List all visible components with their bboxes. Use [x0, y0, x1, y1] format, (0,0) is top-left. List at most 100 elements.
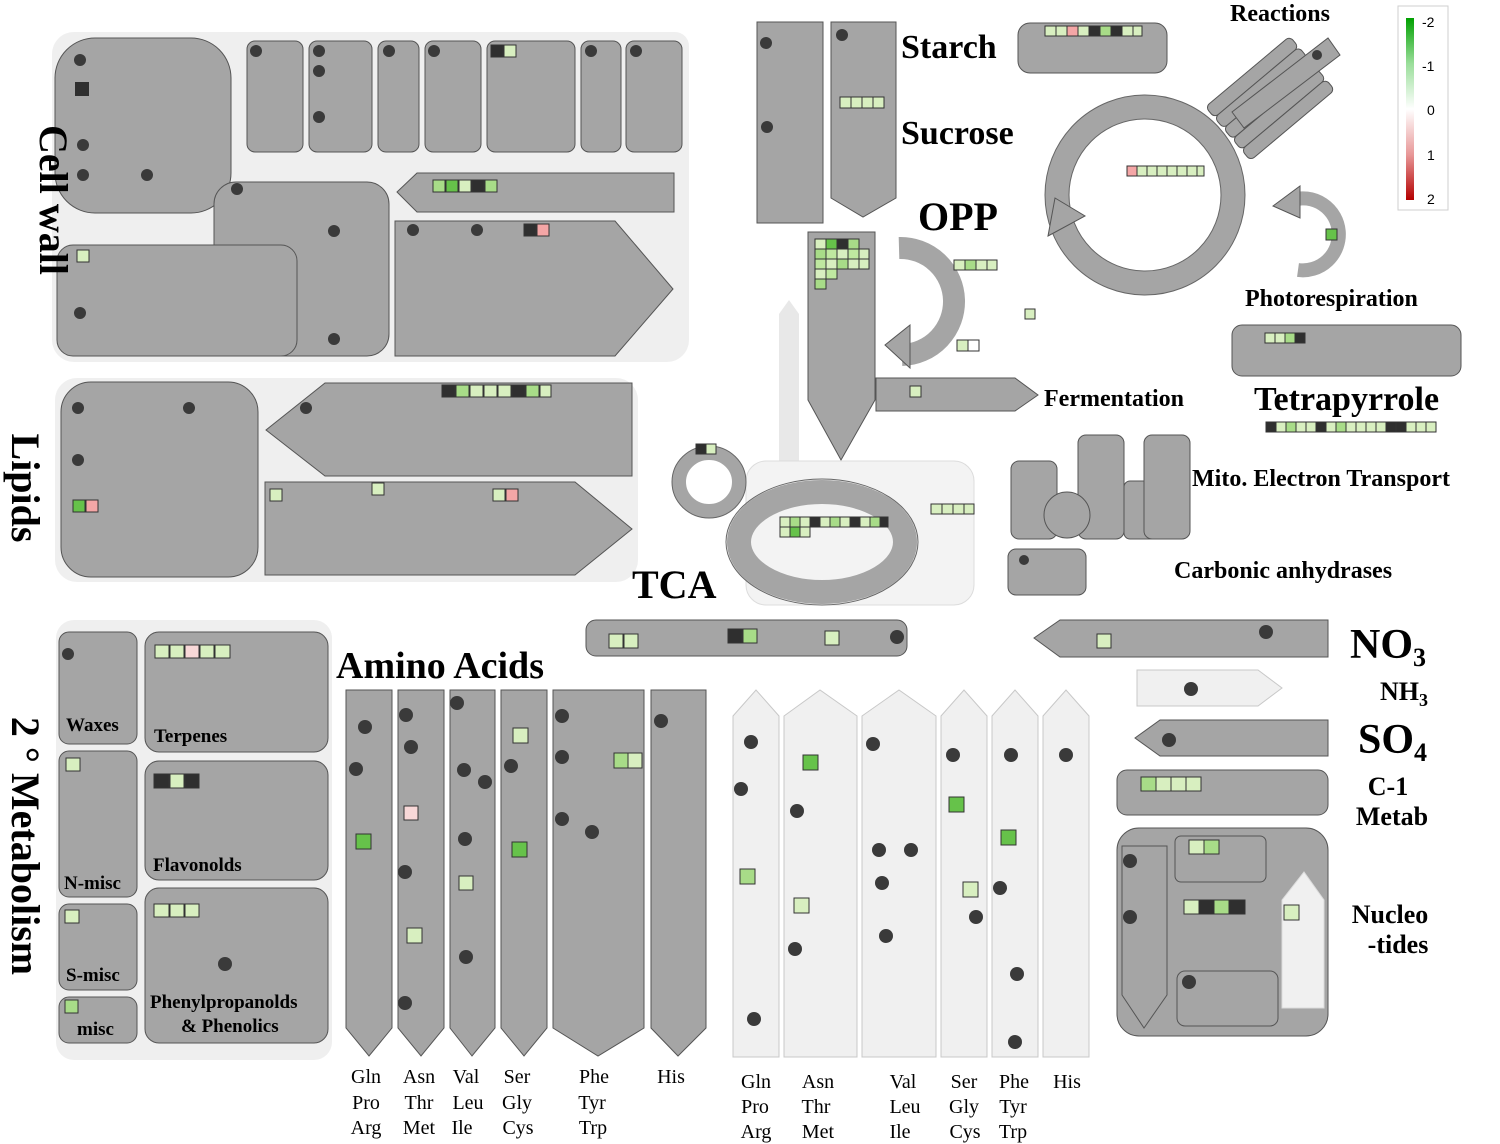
aa-label: Arg [351, 1117, 382, 1139]
c1-label-2: Metab [1356, 802, 1428, 831]
gene-dot [760, 37, 772, 49]
cell-wall-label: Cell wall [31, 125, 76, 275]
gene-dot [969, 910, 983, 924]
aa-label: Ile [451, 1117, 472, 1139]
terpenes-box [144, 631, 329, 753]
gene-dot [358, 720, 372, 734]
aa-label: Tyr [999, 1096, 1027, 1118]
gene-dot [654, 714, 668, 728]
gene-dot [555, 709, 569, 723]
gene-cell [909, 385, 922, 398]
nucleotides-arrow-down [1121, 845, 1168, 1029]
gene-dot [1259, 625, 1273, 639]
aa-label: Phe [579, 1066, 609, 1088]
gene-cell [536, 223, 550, 237]
gene-cell [956, 339, 969, 352]
flavonoids-cells [153, 773, 200, 789]
gluconeogenesis-arrow [779, 300, 799, 465]
aa-label: Ser [951, 1071, 978, 1093]
tetrapyrrole-bottom-cells [1265, 421, 1437, 433]
calvin-cycle-outline [1044, 94, 1246, 296]
gene-cell [523, 223, 537, 237]
gene-dot [77, 169, 89, 181]
lipids-arrow-cells [441, 384, 552, 398]
gene-cell [967, 339, 980, 352]
tca-label: TCA [632, 562, 717, 607]
cell-wall-lower-box [56, 244, 298, 357]
gene-dot [1162, 733, 1176, 747]
gene-cell [512, 727, 529, 744]
flavonoids-label: Flavonolds [153, 855, 242, 876]
aa-degradation-col-3 [861, 689, 937, 1058]
gene-cell [1096, 633, 1112, 649]
lipids-box [60, 381, 259, 578]
gene-dot [734, 782, 748, 796]
gene-dot [398, 865, 412, 879]
gene-cell [403, 805, 419, 821]
cell-wall-box-5 [486, 40, 576, 153]
gene-cell [65, 757, 81, 772]
lipids-arrow-upper [265, 382, 633, 477]
aa-synthesis-col-1 [345, 689, 393, 1057]
gene-cell [608, 633, 624, 649]
cell-wall-arrow-lower [394, 220, 674, 357]
gene-cell [64, 999, 79, 1014]
gene-dot [183, 402, 195, 414]
etc-complex-4 [1143, 434, 1191, 540]
gene-cell [824, 630, 840, 646]
gene-dot [328, 333, 340, 345]
legend-tick: -2 [1422, 14, 1435, 30]
aa-synthesis-col-2 [397, 689, 445, 1057]
cell-wall-box-1 [246, 40, 304, 153]
gene-cell [85, 499, 99, 513]
legend-tick: 1 [1427, 147, 1435, 163]
nucleotides-arrow-up [1281, 871, 1325, 1009]
aa-label: Gly [502, 1092, 532, 1114]
gene-dot [458, 832, 472, 846]
no3-label: NO3 [1350, 622, 1426, 672]
secondary-metabolism-label: 2 ° Metabolism [3, 717, 48, 975]
mito-electron-transport-label: Mito. Electron Transport [1192, 466, 1450, 492]
gene-cell [490, 44, 504, 58]
gene-dot [1182, 975, 1196, 989]
gene-dot [788, 942, 802, 956]
opp-ring [898, 236, 965, 366]
n-misc-label: N-misc [64, 873, 121, 894]
gene-cell [1024, 308, 1036, 320]
gene-cell [406, 927, 423, 944]
aa-label: Cys [502, 1117, 533, 1139]
sucrose-box [830, 21, 897, 218]
amino-acids-label: Amino Acids [336, 645, 544, 687]
gene-dot [399, 708, 413, 722]
phenylpropanoids-label-1: Phenylpropanolds [150, 992, 297, 1013]
gene-cell [492, 488, 506, 502]
aa-label: Cys [949, 1121, 980, 1143]
aa-label: Tyr [578, 1092, 606, 1114]
aa-label: Asn [403, 1066, 435, 1088]
calvin-cycle-cells [1126, 165, 1205, 177]
opp-arrowhead [884, 323, 911, 370]
gene-dot [904, 843, 918, 857]
phenylpropanoids-label-2: & Phenolics [181, 1016, 279, 1037]
legend-tick: 0 [1427, 102, 1435, 118]
gene-dot [504, 759, 518, 773]
glycolysis-cells [814, 238, 870, 290]
tca-side-cells [930, 503, 975, 515]
gene-dot [1008, 1035, 1022, 1049]
s-misc-box [58, 903, 138, 991]
aa-label: Val [453, 1066, 480, 1088]
gene-dot [875, 876, 889, 890]
photorespiration-arrowhead [1272, 185, 1301, 219]
gene-dot [478, 775, 492, 789]
calvin-cycle-inner [1068, 118, 1222, 272]
flavonoids-box [144, 760, 329, 881]
gene-cell [1000, 829, 1017, 846]
aa-degradation-col-2 [783, 689, 858, 1058]
gene-dot [872, 843, 886, 857]
gene-cell [64, 909, 80, 924]
legend-tick: 2 [1427, 191, 1435, 207]
gene-dot [585, 45, 597, 57]
starch-sucrose-section: Starch Sucrose [756, 21, 1168, 224]
gene-cell [948, 796, 965, 813]
